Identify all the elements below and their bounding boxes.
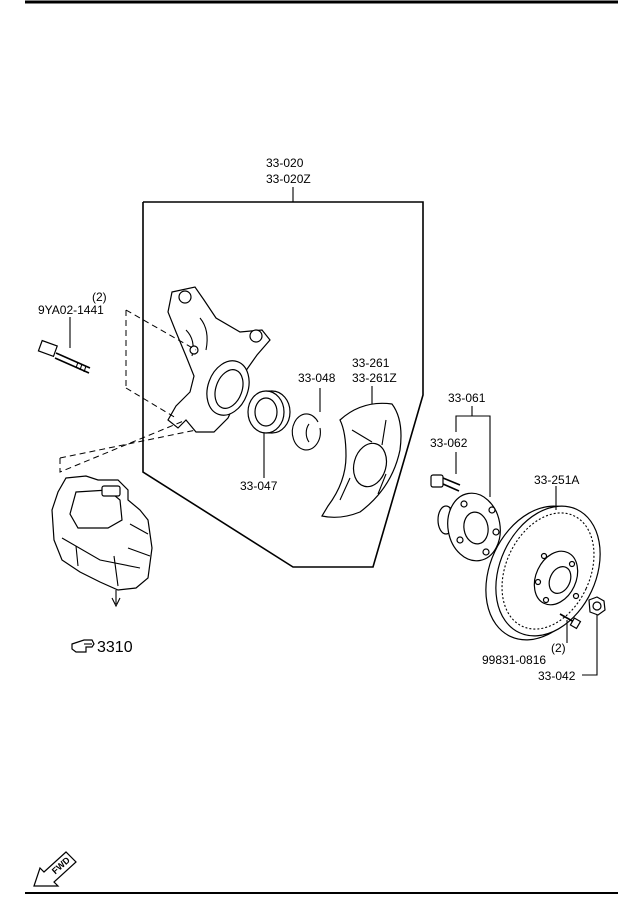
screw-part-number: 99831-0816 [482,653,546,667]
disc-screw [559,613,582,630]
dust-shield-part-number: 33-261 [352,356,390,370]
hub-assembly-part-number: 33-061 [448,391,486,405]
pointing-hand-icon [71,639,95,653]
snap-ring-part-number: 33-048 [298,371,336,385]
knuckle-group-frame [142,187,424,568]
wheel-bearing [247,390,291,434]
steering-knuckle [167,286,271,433]
hub-bolt-part-number: 33-062 [430,436,468,450]
nut-part-number: 33-042 [538,669,576,683]
knuckle-part-number: 33-020 [266,156,304,170]
caliper-reference-number: 3310 [97,639,133,656]
caliper-alignment-line [59,419,187,473]
forward-arrow-icon [33,851,77,887]
disc-part-number: 33-251A [534,473,579,487]
brake-disc [485,505,601,641]
bolt-quantity: (2) [92,290,107,304]
knuckle-bolt [37,339,91,374]
hub-bracket [455,406,491,497]
dust-shield-part-number-alt: 33-261Z [352,371,397,385]
brake-caliper [51,475,153,591]
dust-shield [321,402,402,518]
wheel-hub [437,492,501,562]
bearing-part-number: 33-047 [240,479,278,493]
snap-ring [291,413,321,451]
bolt-part-number: 9YA02-1441 [38,303,104,317]
hub-nut [588,596,606,616]
knuckle-part-number-alt: 33-020Z [266,172,311,186]
screw-quantity: (2) [551,641,566,655]
hub-bolt [430,474,461,492]
